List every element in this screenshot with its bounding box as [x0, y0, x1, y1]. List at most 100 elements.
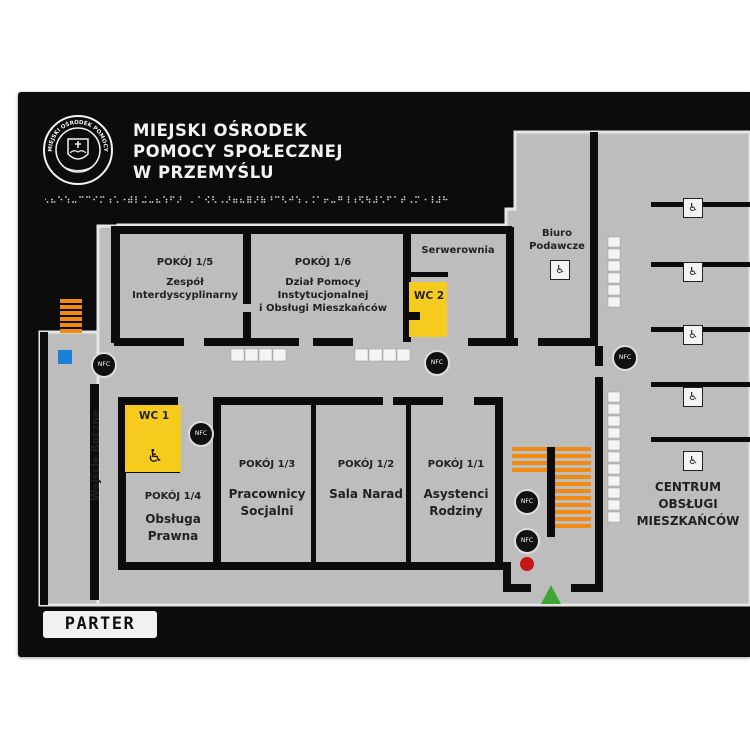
nfc-icon: NFC: [514, 528, 540, 554]
braille-dot: [443, 196, 445, 198]
braille-dot: [235, 198, 238, 201]
customer-service-center-line3: MIESZKAŃCÓW: [636, 514, 740, 528]
braille-dot: [431, 198, 434, 201]
braille-dot: [359, 198, 361, 201]
braille-dot: [179, 198, 182, 201]
braille-dot: [51, 201, 53, 203]
braille-dot: [53, 201, 56, 203]
braille-dot: [207, 201, 210, 203]
braille-dot: [123, 198, 126, 201]
room-1-5-name-line2: Interdyscyplinarny: [132, 290, 238, 301]
institution-name-line3: W PRZEMYŚLU: [133, 163, 275, 182]
braille-dot: [338, 198, 340, 201]
braille-dot: [438, 196, 441, 198]
wc1-label: WC 1: [138, 410, 170, 422]
braille-dot: [158, 201, 161, 203]
braille-dot: [361, 201, 364, 203]
braille-dot: [298, 198, 301, 201]
room-1-4-name-line1: Obsługa: [145, 512, 201, 526]
stairs-left: [60, 299, 82, 333]
nfc-icon: NFC: [424, 350, 450, 376]
wheelchair-icon: ♿: [147, 446, 164, 467]
braille-dot: [135, 196, 137, 198]
room-1-2-label: POKÓJ 1/2: [337, 459, 395, 470]
braille-dot: [212, 198, 214, 201]
braille-dot: [282, 196, 284, 198]
exit-triangle-icon: [541, 585, 561, 604]
braille-dot: [256, 198, 259, 201]
institution-name-line1: MIEJSKI OŚRODEK: [133, 121, 308, 140]
nfc-icon: NFC: [91, 352, 117, 378]
braille-dot: [144, 196, 147, 198]
braille-dot: [359, 196, 361, 198]
braille-dot: [128, 201, 130, 203]
braille-dot: [205, 198, 207, 201]
braille-dot: [312, 196, 315, 198]
braille-dot: [289, 198, 291, 201]
braille-dot: [100, 196, 102, 198]
institution-emblem-icon: MIEJSKI OŚRODEK POMOCY: [43, 115, 113, 185]
braille-dot: [324, 198, 326, 201]
braille-dot: [212, 196, 214, 198]
braille-dot: [415, 201, 417, 203]
room-1-4-label: POKÓJ 1/4: [144, 491, 202, 502]
braille-dot: [347, 198, 350, 201]
room-1-2-name: Sala Narad: [329, 487, 403, 501]
braille-dot: [298, 201, 301, 203]
braille-dot: [415, 196, 417, 198]
stairs-right: [512, 447, 591, 528]
braille-dot: [79, 196, 81, 198]
braille-dot: [247, 198, 249, 201]
floor-plan: [38, 130, 750, 607]
braille-dot: [88, 196, 91, 198]
room-1-4-name-line2: Prawna: [147, 529, 199, 543]
braille-dot: [261, 198, 263, 201]
braille-dot: [93, 198, 95, 201]
braille-dot: [375, 196, 378, 198]
braille-dot: [375, 198, 378, 201]
braille-dot: [67, 201, 70, 203]
braille-dot: [317, 196, 319, 198]
braille-dot: [254, 201, 256, 203]
braille-info-marker: [58, 350, 72, 364]
customer-service-center-line2: OBSŁUGI: [658, 497, 718, 511]
braille-dot: [326, 198, 329, 201]
braille-dot: [170, 196, 172, 198]
braille-dot: [67, 198, 70, 201]
braille-dot: [361, 196, 364, 198]
office-label-line1: Biuro: [542, 228, 572, 239]
braille-dot: [387, 198, 389, 201]
braille-dot: [338, 196, 340, 198]
nfc-icon: NFC: [514, 489, 540, 515]
hearing-loop-icon: ♿: [683, 262, 703, 282]
braille-dot: [340, 198, 343, 201]
braille-dot: [170, 198, 172, 201]
braille-dot: [165, 198, 168, 201]
braille-dot: [109, 198, 112, 201]
alarm-button-icon: [520, 557, 534, 571]
braille-dot: [156, 201, 158, 203]
nfc-icon: NFC: [612, 345, 638, 371]
braille-dot: [135, 198, 137, 201]
braille-dot: [74, 201, 77, 203]
room-1-6-label: POKÓJ 1/6: [294, 257, 352, 268]
hearing-loop-icon: ♿: [683, 198, 703, 218]
room-1-6-name-line3: i Obsługi Mieszkańców: [259, 303, 387, 314]
customer-service-center-line1: CENTRUM: [654, 480, 722, 494]
braille-dot: [179, 196, 182, 198]
braille-dot: [389, 196, 392, 198]
braille-dot: [270, 198, 273, 201]
braille-dot: [275, 196, 277, 198]
braille-dot: [214, 201, 217, 203]
braille-dot: [249, 198, 252, 201]
braille-dot: [130, 198, 133, 201]
braille-dot: [291, 198, 294, 201]
braille-dot: [198, 196, 200, 198]
hearing-loop-icon: ♿: [550, 260, 570, 280]
braille-dot: [130, 196, 133, 198]
server-room-label: Serwerownia: [421, 245, 495, 256]
room-1-3-label: POKÓJ 1/3: [238, 459, 296, 470]
wc2-area: [409, 282, 447, 337]
braille-dot: [382, 201, 385, 203]
braille-dot: [305, 201, 308, 203]
